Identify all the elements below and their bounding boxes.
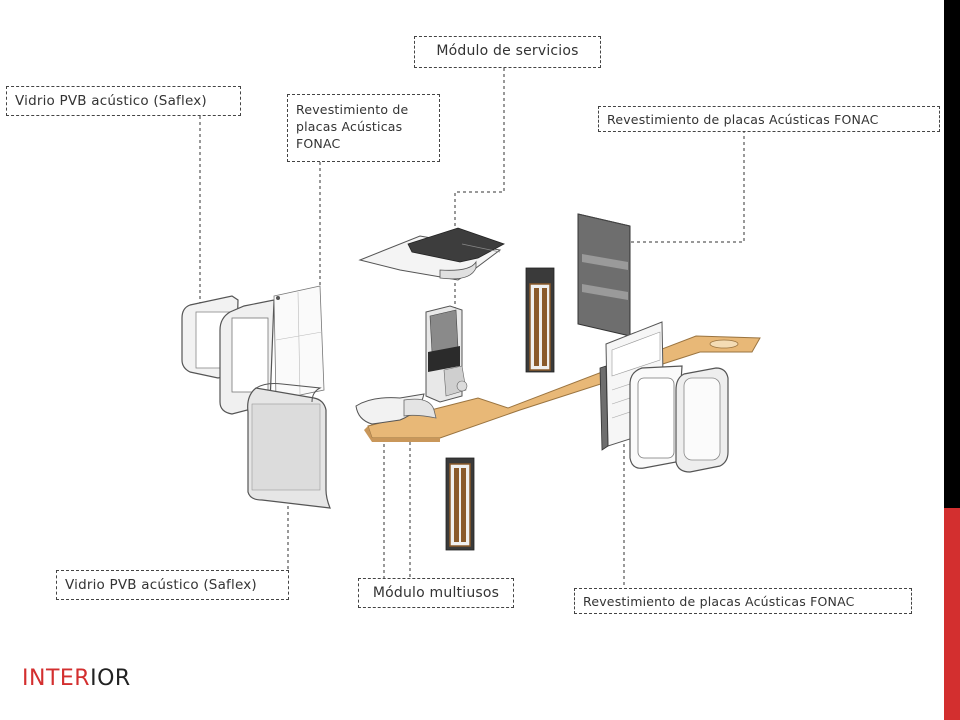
service-column — [425, 305, 468, 403]
door-top — [525, 267, 555, 373]
label-revest-bottom-right: Revestimiento de placas Acústicas FONAC — [574, 588, 912, 614]
ceiling-module — [358, 227, 505, 281]
page-title: INTERIOR — [22, 666, 131, 691]
curved-seat — [355, 393, 437, 425]
title-part-accent: INTER — [22, 666, 91, 691]
sidebar-accent — [944, 508, 960, 720]
leader-revest-top-right — [615, 130, 745, 243]
label-revest-top-right: Revestimiento de placas Acústicas FONAC — [598, 106, 940, 132]
label-modulo-servicios: Módulo de servicios — [414, 36, 601, 68]
glass-panel-curved — [247, 383, 331, 509]
door-bottom — [445, 457, 475, 551]
acoustic-panel-grey — [577, 213, 631, 337]
label-vidrio-top: Vidrio PVB acústico (Saflex) — [6, 86, 241, 116]
label-vidrio-bottom: Vidrio PVB acústico (Saflex) — [56, 570, 289, 600]
glass-panel-right — [675, 367, 729, 473]
window-panel-right — [629, 365, 683, 469]
label-modulo-multiusos: Módulo multiusos — [358, 578, 514, 608]
title-part-dark: IOR — [90, 666, 131, 691]
leader-servicios — [454, 68, 505, 330]
label-revest-center: Revestimiento de placas Acústicas FONAC — [287, 94, 440, 162]
